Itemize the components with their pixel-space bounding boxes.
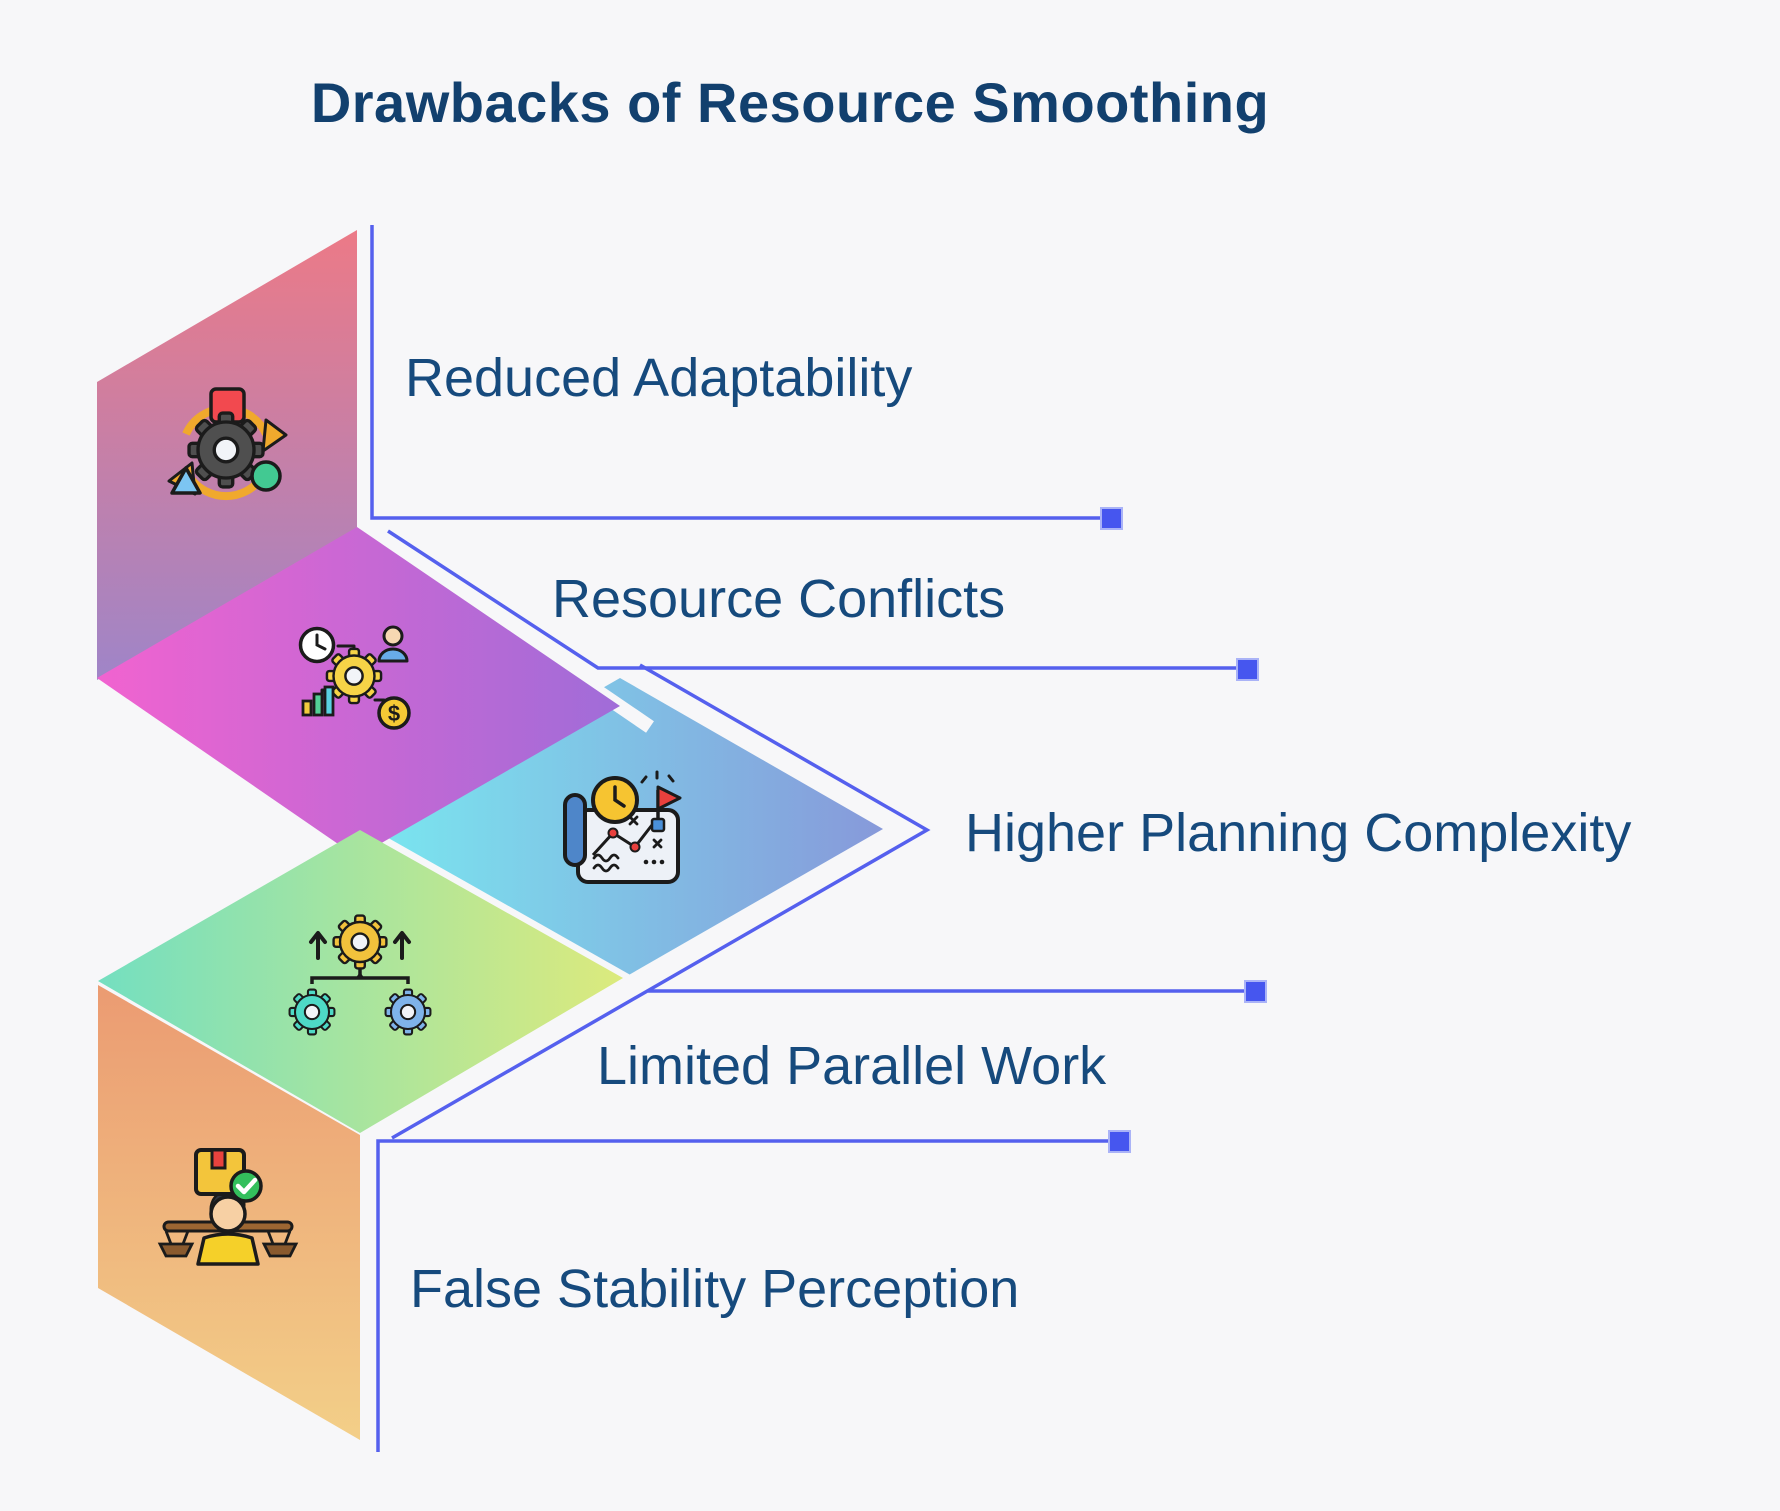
connector-endpoint-square-2 [1236,658,1259,681]
green-dot-icon [250,460,282,492]
connector-line-1 [370,225,1103,520]
agile-cycle-icon [167,387,288,500]
resource-allocation-icon: $ [298,625,411,730]
ribbon-segment-4 [98,830,623,1133]
gear-icon [325,647,383,705]
svg-text:$: $ [388,701,400,726]
arrow-head-icon [261,418,288,453]
check-circle-icon [229,1169,263,1203]
scales-icon [157,1230,299,1258]
gear-icon [384,988,432,1036]
connector-line-5 [376,1139,1111,1452]
item-label-limited-parallel-work: Limited Parallel Work [597,1036,1107,1096]
connector-endpoint-square-5 [1108,1130,1131,1153]
item-label-higher-planning-complexity: Higher Planning Complexity [965,803,1632,863]
triangle-icon [170,466,202,495]
workload-balance-icon [157,1148,299,1266]
connector-line-3 [391,663,931,1140]
person-icon [196,1232,260,1266]
page-title: Drawbacks of Resource Smoothing [310,71,1270,134]
planning-roadmap-icon [563,770,682,884]
process-hierarchy-icon [288,914,432,1036]
connector-endpoint-square-4 [1244,980,1267,1003]
dollar-coin-icon [377,696,411,730]
gear-icon [288,988,336,1036]
item-label-false-stability-perception: False Stability Perception [410,1259,1020,1319]
connector-endpoint-square-1 [1100,507,1123,530]
up-arrows-icon [309,931,411,960]
connector-line-2 [387,529,1239,670]
item-label-reduced-adaptability: Reduced Adaptability [405,348,913,408]
bar-chart-icon [301,685,335,717]
gear-icon [332,914,388,970]
person-icon [382,625,404,647]
item-label-resource-conflicts: Resource Conflicts [552,569,1006,629]
